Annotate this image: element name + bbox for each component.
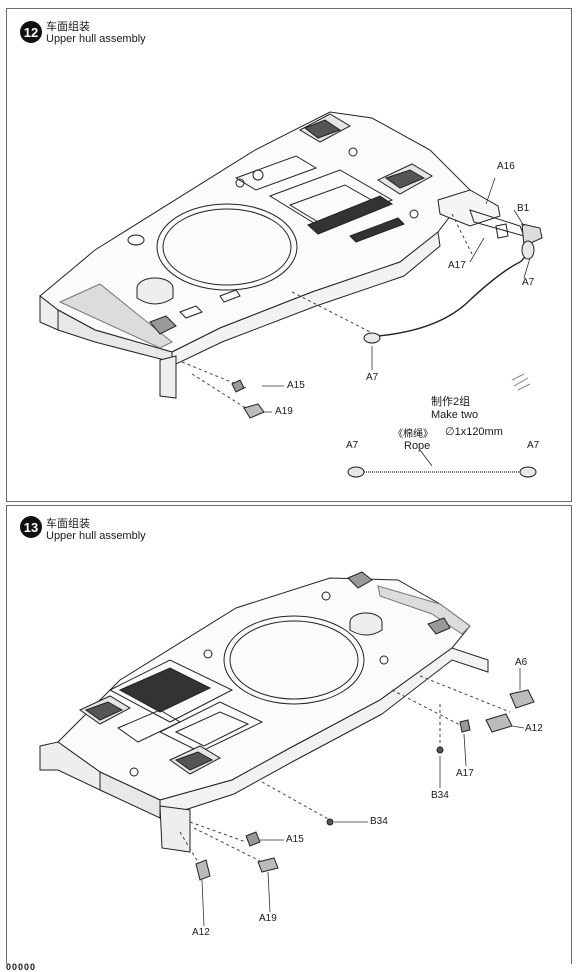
step-12-badge: 12	[20, 21, 42, 43]
callout-a15-13: A15	[286, 834, 304, 845]
callout-a17-13: A17	[456, 768, 474, 779]
rope-note-cn: 制作2组	[431, 396, 471, 408]
callout-a19-13: A19	[259, 913, 277, 924]
rope-callout-a7-left: A7	[346, 440, 359, 451]
page-number: 00000	[6, 962, 37, 972]
callout-a15: A15	[287, 380, 305, 391]
callout-a12-right: A12	[525, 723, 543, 734]
rope-label-cn: 《棉绳》	[393, 429, 433, 440]
step-12-panel	[6, 8, 572, 502]
rope-label-en: Rope	[404, 440, 431, 452]
step-13-title-en: Upper hull assembly	[46, 530, 146, 542]
step-12-hull-drawing	[39, 111, 543, 478]
callout-b1: B1	[517, 203, 530, 214]
callout-a7-center: A7	[366, 372, 379, 383]
callout-a17: A17	[448, 260, 466, 271]
callout-a7-right: A7	[522, 277, 535, 288]
rope-note-en: Make two	[431, 409, 479, 421]
callout-b34-mid: B34	[370, 816, 388, 827]
callout-b34-top: B34	[431, 790, 449, 801]
callout-a19: A19	[275, 406, 293, 417]
callout-a6: A6	[515, 657, 528, 668]
rope-callout-a7-right: A7	[527, 440, 540, 451]
callout-a16: A16	[497, 161, 515, 172]
step-13-panel	[6, 505, 572, 964]
callout-a12-bottom: A12	[192, 927, 210, 938]
rope-size: ∅1x120mm	[445, 426, 503, 438]
step-12-title-en: Upper hull assembly	[46, 33, 146, 45]
step-13-title-cn: 车面组装	[46, 518, 90, 530]
step-12-title-cn: 车面组装	[46, 21, 90, 33]
step-13-badge: 13	[20, 516, 42, 538]
